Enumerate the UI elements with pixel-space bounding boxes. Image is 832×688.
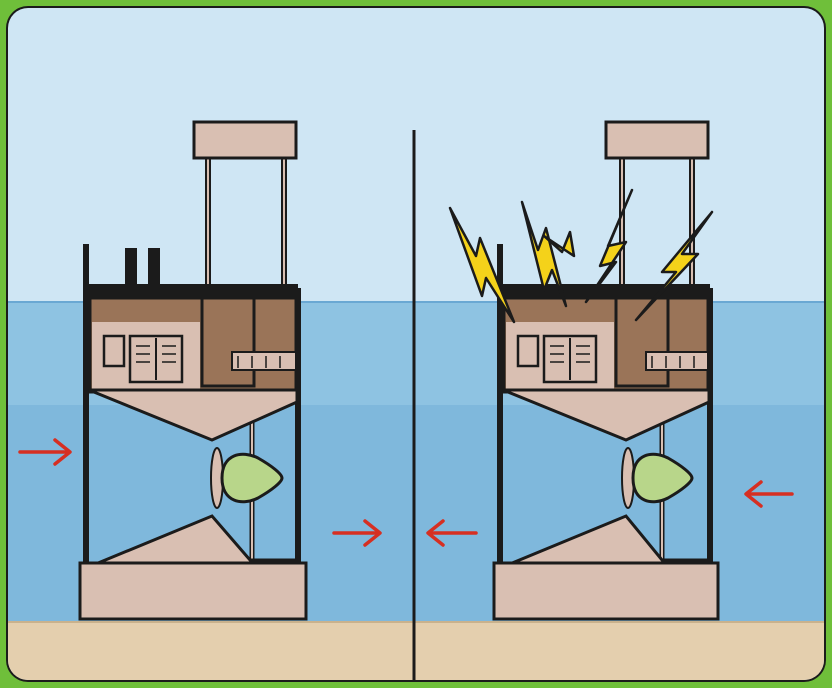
deck — [86, 284, 298, 298]
turbine-icon — [621, 447, 694, 509]
console — [231, 351, 297, 371]
control-panel-icon — [102, 334, 184, 384]
seabed — [8, 622, 824, 680]
deck — [500, 284, 710, 298]
arrow-left-icon — [426, 519, 478, 547]
turbine-icon — [210, 447, 284, 509]
foundation-base — [78, 561, 308, 621]
arrow-left-icon — [744, 480, 794, 508]
arrow-right-icon — [18, 438, 72, 466]
chimney-2 — [148, 248, 160, 288]
foundation-base — [492, 561, 720, 621]
arrow-right-icon — [332, 519, 382, 547]
lift-platform-top — [192, 120, 298, 160]
control-panel-icon — [516, 334, 598, 384]
lift-platform-top — [604, 120, 710, 160]
lightning-icon — [448, 206, 516, 324]
lightning-icon — [520, 200, 576, 308]
panel-left — [18, 120, 382, 621]
panel-right — [426, 120, 794, 621]
lightning-icon — [634, 210, 714, 322]
lightning-icon — [584, 188, 634, 304]
upper-duct — [502, 388, 711, 442]
upper-duct — [88, 388, 299, 442]
console — [645, 351, 709, 371]
chimney-1 — [125, 248, 137, 288]
generator-block — [200, 296, 256, 388]
